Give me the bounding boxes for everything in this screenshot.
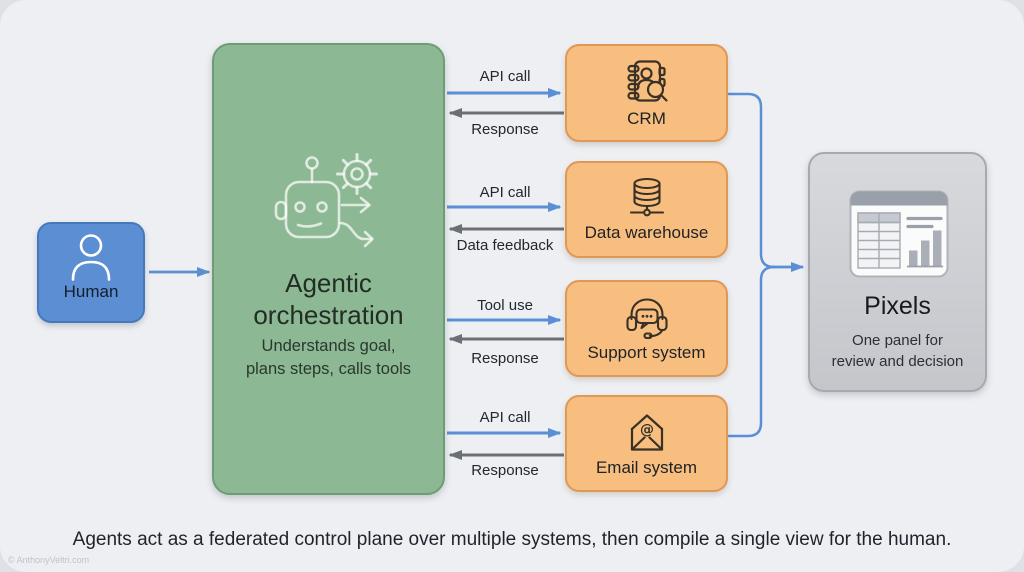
edge-label-support-response: Response (471, 350, 539, 367)
crm-label: CRM (627, 108, 666, 128)
human-label: Human (63, 282, 119, 301)
edge-label-email-request: API call (479, 409, 531, 426)
watermark: © AnthonyVeltri.com (8, 555, 90, 565)
data-warehouse-label: Data warehouse (584, 223, 709, 242)
pixels-subtitle-line1: One panel for (852, 332, 943, 349)
edge-label-crm-request: API call (479, 68, 531, 85)
diagram-caption: Agents act as a federated control plane … (72, 529, 952, 550)
pixels-subtitle: One panel for review and decision (810, 330, 985, 372)
edge-label-crm-response: Response (471, 121, 539, 138)
agentic-title: Agentic orchestration (253, 268, 404, 331)
node-crm: CRM (565, 44, 728, 142)
node-agentic-orchestration: Agentic orchestration Understands goal, … (212, 43, 445, 495)
support-system-label: Support system (587, 343, 706, 362)
pixels-title: Pixels (864, 292, 931, 320)
person-icon (71, 234, 111, 281)
edge-label-data-warehouse-request: API call (479, 184, 531, 201)
edge-label-data-warehouse-response: Data feedback (456, 237, 554, 254)
robot-gear-icon (256, 143, 406, 253)
dashboard-panel-icon (849, 190, 949, 278)
contact-book-search-icon (626, 59, 668, 102)
node-pixels: Pixels One panel for review and decision (808, 152, 987, 392)
node-human: Human (37, 222, 145, 323)
headset-chat-icon (625, 298, 668, 340)
edge-label-support-request: Tool use (477, 297, 533, 314)
email-system-label: Email system (595, 458, 698, 477)
pixels-subtitle-line2: review and decision (831, 353, 964, 370)
svg-text:@: @ (640, 422, 654, 438)
agentic-subtitle: Understands goal, plans steps, calls too… (214, 335, 443, 381)
node-email-system: @ Email system (565, 395, 728, 492)
node-data-warehouse: Data warehouse (565, 161, 728, 258)
agentic-subtitle-line1: Understands goal, (261, 337, 396, 355)
database-icon (629, 177, 664, 217)
node-support-system: Support system (565, 280, 728, 377)
agentic-subtitle-line2: plans steps, calls tools (245, 359, 412, 378)
edge-label-email-response: Response (471, 462, 539, 479)
open-email-icon: @ (630, 414, 663, 451)
